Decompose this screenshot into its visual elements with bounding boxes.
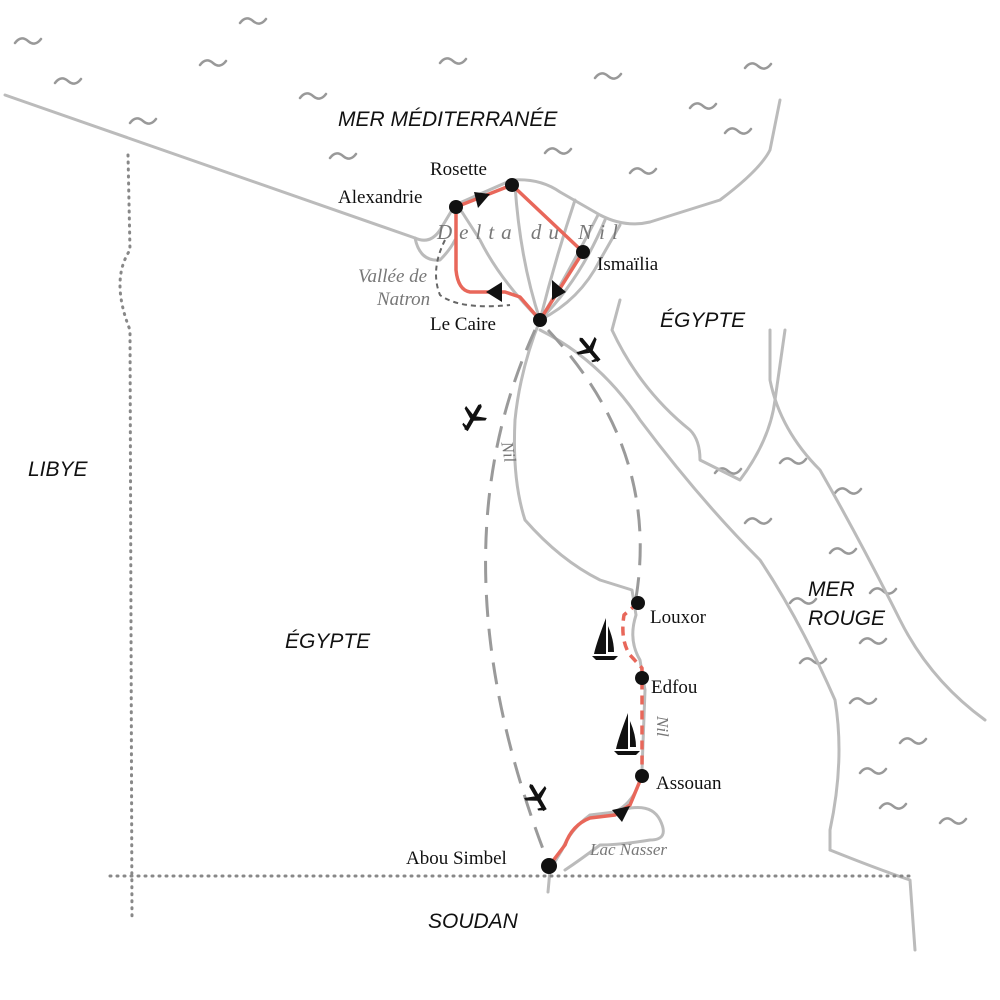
label-natron-line1: Vallée de bbox=[358, 266, 428, 287]
red-sea-coast-south bbox=[828, 848, 917, 952]
label-nile-south: Nil bbox=[653, 716, 672, 737]
marker-ismailia[interactable] bbox=[576, 245, 590, 259]
marker-luxor[interactable] bbox=[631, 596, 645, 610]
gulf-of-suez-east bbox=[610, 298, 787, 482]
wave-icon bbox=[328, 152, 358, 160]
delta-branch-4 bbox=[538, 218, 607, 322]
wave-icon bbox=[858, 637, 888, 645]
red-sea-east-coast bbox=[768, 328, 987, 722]
wave-icon bbox=[13, 37, 43, 45]
wave-icon bbox=[743, 62, 773, 70]
wave-icon bbox=[868, 587, 898, 595]
marker-aswan[interactable] bbox=[635, 769, 649, 783]
airplane-icon bbox=[576, 336, 601, 363]
label-lake-nasser: Lac Nasser bbox=[590, 840, 667, 859]
wave-icon bbox=[238, 17, 268, 25]
label-edfu: Edfou bbox=[651, 677, 698, 698]
wave-icon bbox=[593, 72, 623, 80]
airplane-icon bbox=[524, 784, 547, 812]
wave-icon bbox=[828, 547, 858, 555]
airplane-icon bbox=[462, 404, 487, 432]
label-abu-simbel: Abou Simbel bbox=[406, 848, 507, 869]
flight-route-cairo-luxor bbox=[546, 328, 642, 599]
direction-arrow-icon bbox=[612, 806, 630, 822]
wave-icon bbox=[198, 59, 228, 67]
label-egypt: ÉGYPTE bbox=[285, 630, 371, 653]
delta-branch-2 bbox=[538, 198, 577, 322]
wave-icon bbox=[723, 127, 753, 135]
wave-icon bbox=[543, 147, 573, 155]
lake-nasser bbox=[563, 806, 665, 872]
marker-edfu[interactable] bbox=[635, 671, 649, 685]
label-mediterranean-sea: MER MÉDITERRANÉE bbox=[338, 108, 558, 131]
wave-icon bbox=[53, 77, 83, 85]
wave-icon bbox=[628, 167, 658, 175]
marker-cairo[interactable] bbox=[533, 313, 547, 327]
border-libya-egypt bbox=[118, 153, 134, 922]
wave-icon bbox=[833, 487, 863, 495]
wave-icon bbox=[938, 817, 968, 825]
label-nile-north: Nil bbox=[497, 440, 520, 464]
wave-icon bbox=[788, 597, 818, 605]
route-aswan-abu-simbel bbox=[547, 775, 644, 868]
nile-river bbox=[512, 318, 647, 894]
label-sudan: SOUDAN bbox=[428, 910, 518, 933]
label-red-sea-line1: MER bbox=[808, 578, 855, 601]
direction-arrow-icon bbox=[474, 192, 490, 208]
gulf-of-suez-west bbox=[538, 328, 841, 852]
wave-icon bbox=[878, 802, 908, 810]
wave-icon bbox=[858, 767, 888, 775]
natron-valley-dashed bbox=[435, 239, 511, 308]
label-cairo: Le Caire bbox=[430, 314, 496, 335]
direction-arrow-icon bbox=[486, 282, 502, 302]
sea-waves bbox=[13, 17, 968, 825]
route-delta-loop bbox=[454, 183, 585, 322]
sailboat-icon bbox=[614, 713, 640, 755]
mediterranean-coastline bbox=[3, 93, 782, 242]
label-egypt-north: ÉGYPTE bbox=[660, 309, 746, 332]
suez-canal bbox=[538, 223, 622, 322]
label-libya: LIBYE bbox=[28, 458, 88, 481]
wave-icon bbox=[798, 657, 828, 665]
wave-icon bbox=[128, 117, 158, 125]
label-ismailia: Ismaïlia bbox=[597, 254, 659, 275]
label-rosette: Rosette bbox=[430, 159, 487, 180]
label-luxor: Louxor bbox=[650, 607, 706, 628]
sailboat-icon bbox=[592, 618, 618, 660]
wave-icon bbox=[743, 517, 773, 525]
delta-branch-1 bbox=[513, 183, 542, 322]
wave-icon bbox=[688, 102, 718, 110]
wave-icon bbox=[438, 57, 468, 65]
wave-icon bbox=[298, 92, 328, 100]
marker-rosette[interactable] bbox=[505, 178, 519, 192]
direction-arrow-icon bbox=[552, 280, 566, 300]
wave-icon bbox=[898, 737, 928, 745]
label-nile-delta: Delta du Nil bbox=[437, 220, 625, 244]
delta-west-coast bbox=[413, 236, 457, 262]
label-natron-line2: Natron bbox=[377, 289, 431, 310]
flight-route-cairo-abu-simbel bbox=[484, 329, 550, 863]
marker-abu-simbel[interactable] bbox=[541, 858, 557, 874]
label-alexandria: Alexandrie bbox=[338, 187, 423, 208]
label-red-sea-line2: ROUGE bbox=[808, 607, 886, 630]
route-cruise bbox=[621, 601, 644, 776]
label-aswan: Assouan bbox=[656, 773, 722, 794]
wave-icon bbox=[778, 457, 808, 465]
marker-alexandria[interactable] bbox=[449, 200, 463, 214]
wave-icon bbox=[848, 697, 878, 705]
